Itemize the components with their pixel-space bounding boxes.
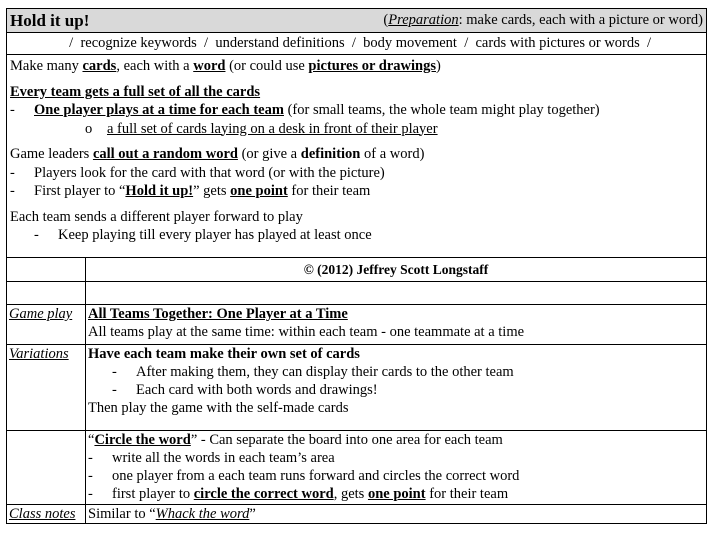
variations-after: Then play the game with the self-made ca…	[88, 400, 349, 416]
empty-label-cell	[7, 282, 86, 304]
page-title: Hold it up!	[10, 11, 90, 30]
copyright: © (2012) Jeffrey Scott Longstaff	[303, 262, 489, 277]
keep-playing-line: -Keep playing till every player has play…	[34, 227, 372, 243]
title-row: Hold it up! (Preparation: make cards, ea…	[7, 9, 706, 33]
variations-heading: Have each team make their own set of car…	[88, 346, 360, 362]
variations-label: Variations	[7, 345, 86, 430]
look-line: -Players look for the card with that wor…	[10, 164, 385, 181]
circle-item: -one player from a each team runs forwar…	[88, 468, 520, 484]
leaders-line: Game leaders call out a random word (or …	[10, 146, 425, 162]
blank-row	[7, 282, 706, 305]
copyright-row: © (2012) Jeffrey Scott Longstaff	[7, 258, 706, 282]
each-team-line: Each team sends a different player forwa…	[10, 208, 303, 225]
class-notes-row: Class notes Similar to “Whack the word”	[7, 505, 706, 523]
skills-line: / recognize keywords / understand defini…	[7, 33, 706, 55]
circle-the-word-row: “Circle the word” - Can separate the boa…	[7, 431, 706, 505]
game-play-label: Game play	[7, 305, 86, 344]
game-play-text: All teams play at the same time: within …	[88, 324, 525, 340]
variation-item: -Each card with both words and drawings!	[112, 382, 378, 398]
variation-item: -After making them, they can display the…	[112, 364, 514, 380]
one-player-line: -One player plays at a time for each tea…	[10, 102, 600, 118]
empty-label-cell	[7, 258, 86, 281]
empty-label-cell	[7, 431, 86, 504]
class-notes-text: Similar to “Whack the word”	[88, 506, 256, 522]
circle-heading: “Circle the word” - Can separate the boa…	[88, 432, 503, 448]
variations-row: Variations Have each team make their own…	[7, 345, 706, 431]
preparation-label: Preparation	[388, 12, 459, 28]
class-notes-label: Class notes	[7, 505, 86, 523]
every-team-heading: Every team gets a full set of all the ca…	[10, 83, 261, 100]
game-play-heading: All Teams Together: One Player at a Time	[88, 306, 348, 322]
circle-item: -write all the words in each team’s area	[88, 450, 335, 466]
instructions: Make many cards, each with a word (or co…	[7, 55, 706, 258]
make-cards-line: Make many cards, each with a word (or co…	[10, 58, 441, 74]
activity-sheet: Hold it up! (Preparation: make cards, ea…	[6, 8, 707, 524]
circle-item: -first player to circle the correct word…	[88, 486, 509, 502]
first-player-line: -First player to “Hold it up!” gets one …	[10, 183, 371, 199]
preparation-note: (Preparation: make cards, each with a pi…	[383, 12, 703, 28]
game-play-row: Game play All Teams Together: One Player…	[7, 305, 706, 345]
empty-body-cell	[86, 282, 706, 304]
